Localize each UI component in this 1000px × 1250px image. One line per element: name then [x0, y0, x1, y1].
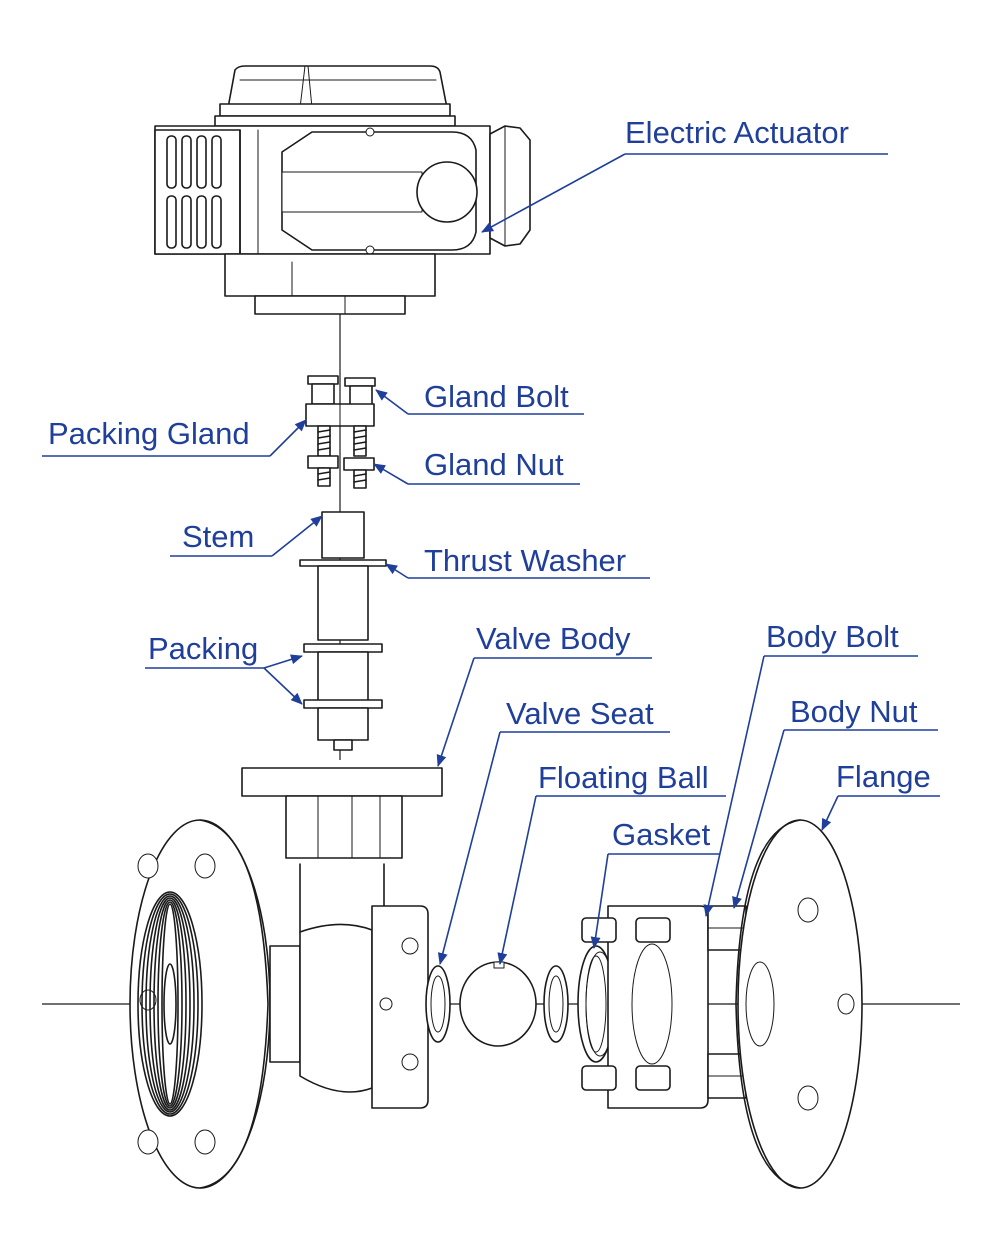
- flange-callout: Flange: [821, 759, 940, 831]
- packing-gland-label: Packing Gland: [48, 416, 250, 451]
- right-flange: [735, 819, 863, 1189]
- electric-actuator-callout: Electric Actuator: [481, 115, 888, 233]
- electric-actuator: [154, 65, 531, 315]
- flange-label: Flange: [836, 759, 931, 794]
- body-bolt-callout: Body Bolt: [703, 619, 918, 917]
- valve-body-callout: Valve Body: [436, 621, 652, 767]
- thrust-washer-label: Thrust Washer: [424, 543, 626, 578]
- gland-nut-label: Gland Nut: [424, 447, 564, 482]
- valve-seat-callout: Valve Seat: [437, 696, 670, 965]
- thrust-washer-callout: Thrust Washer: [385, 543, 650, 579]
- end-cap-assembly: [577, 905, 773, 1109]
- floating-ball: [459, 961, 537, 1047]
- stem-callout: Stem: [170, 515, 323, 557]
- gland-assembly: [305, 375, 376, 489]
- gasket-callout: Gasket: [590, 817, 720, 949]
- valve-body: [129, 767, 443, 1189]
- packing-callout: Packing: [145, 631, 303, 705]
- body-bolt-label: Body Bolt: [766, 619, 899, 654]
- floating-ball-label: Floating Ball: [538, 760, 709, 795]
- valve-body-label: Valve Body: [476, 621, 631, 656]
- electric-actuator-label: Electric Actuator: [625, 115, 849, 150]
- stem-assembly: [299, 511, 387, 751]
- gasket-label: Gasket: [612, 817, 711, 852]
- packing-label: Packing: [148, 631, 258, 666]
- body-nut-callout: Body Nut: [732, 694, 938, 909]
- valve-seats: [425, 965, 569, 1043]
- floating-ball-callout: Floating Ball: [497, 760, 726, 965]
- gland-bolt-label: Gland Bolt: [424, 379, 569, 414]
- gland-nut-callout: Gland Nut: [373, 447, 580, 485]
- body-nut-label: Body Nut: [790, 694, 918, 729]
- packing-gland-callout: Packing Gland: [42, 416, 307, 457]
- gland-bolt-callout: Gland Bolt: [375, 379, 584, 415]
- valve-seat-label: Valve Seat: [506, 696, 654, 731]
- stem-label: Stem: [182, 519, 254, 554]
